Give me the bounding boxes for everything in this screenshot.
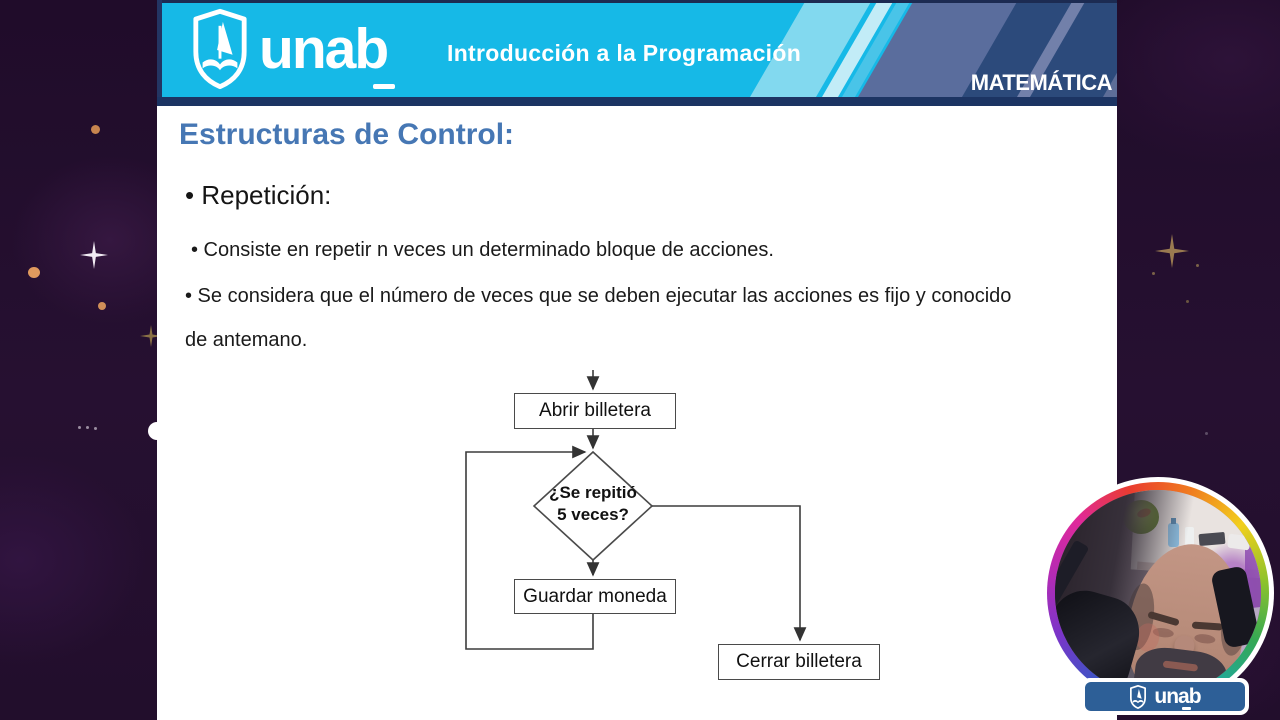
badge-logo-text: unab: [1154, 684, 1202, 710]
sparkle-star-icon: [1155, 234, 1189, 268]
bg-tiny-dot: [78, 426, 81, 429]
slide-header: unab Introducción a la Programación MATE…: [157, 0, 1117, 106]
logo-a-underline: [373, 84, 395, 89]
header-border-top: [157, 0, 1117, 3]
unab-shield-icon: [193, 8, 247, 90]
badge-a-underline: [1182, 706, 1192, 710]
bg-tiny-dot: [1196, 264, 1199, 267]
flowchart: Abrir billetera ¿Se repitió 5 veces? Gua…: [437, 368, 917, 684]
flowchart-connectors: [465, 370, 807, 650]
slide-title: Estructuras de Control:: [179, 118, 515, 151]
slide-edge-nub: [148, 422, 166, 440]
unab-shield-icon: [1130, 684, 1147, 709]
sparkle-star-icon: [80, 241, 108, 269]
bullet-point: • Se considera que el número de veces qu…: [185, 285, 1012, 307]
flowchart-decision-label: ¿Se repitió 5 veces?: [533, 482, 653, 526]
bullet-point: • Consiste en repetir n veces un determi…: [191, 239, 774, 261]
decision-line-1: ¿Se repitió: [549, 483, 637, 502]
flowchart-start-label: Abrir billetera: [539, 400, 651, 421]
header-border-left: [157, 0, 162, 97]
bg-tiny-dot: [1205, 432, 1208, 435]
flowchart-loop-label: Guardar moneda: [523, 585, 667, 607]
bg-tiny-dot: [86, 426, 89, 429]
department-label: MATEMÁTICA: [970, 70, 1113, 95]
course-title: Introducción a la Programación: [447, 40, 802, 66]
bullet-point-continuation: de antemano.: [185, 329, 308, 351]
bg-orange-dot: [28, 267, 40, 278]
presentation-slide: unab Introducción a la Programación MATE…: [148, 0, 1117, 720]
bg-orange-dot: [98, 302, 106, 310]
webcam-video: [1055, 490, 1261, 696]
unab-logo-text: unab: [259, 17, 389, 81]
flowchart-loop-box: Guardar moneda: [514, 579, 676, 614]
webcam-unab-badge: unab: [1081, 678, 1249, 715]
bg-tiny-dot: [1186, 300, 1189, 303]
header-border-bottom: [157, 97, 1117, 106]
flowchart-end-label: Cerrar billetera: [736, 651, 862, 672]
flowchart-start-box: Abrir billetera: [514, 393, 676, 429]
bg-orange-dot: [91, 125, 100, 134]
unab-logo: unab: [191, 8, 395, 90]
flowchart-end-box: Cerrar billetera: [718, 644, 880, 680]
webcam-overlay: [1042, 477, 1274, 709]
badge-logo-word: unab: [1154, 684, 1201, 708]
sparkle-star-icon: [140, 325, 162, 347]
decision-line-2: 5 veces?: [557, 505, 629, 524]
bg-tiny-dot: [1152, 272, 1155, 275]
repetition-heading: • Repetición:: [185, 180, 332, 210]
badge-inner: unab: [1085, 682, 1245, 711]
bg-tiny-dot: [94, 427, 97, 430]
